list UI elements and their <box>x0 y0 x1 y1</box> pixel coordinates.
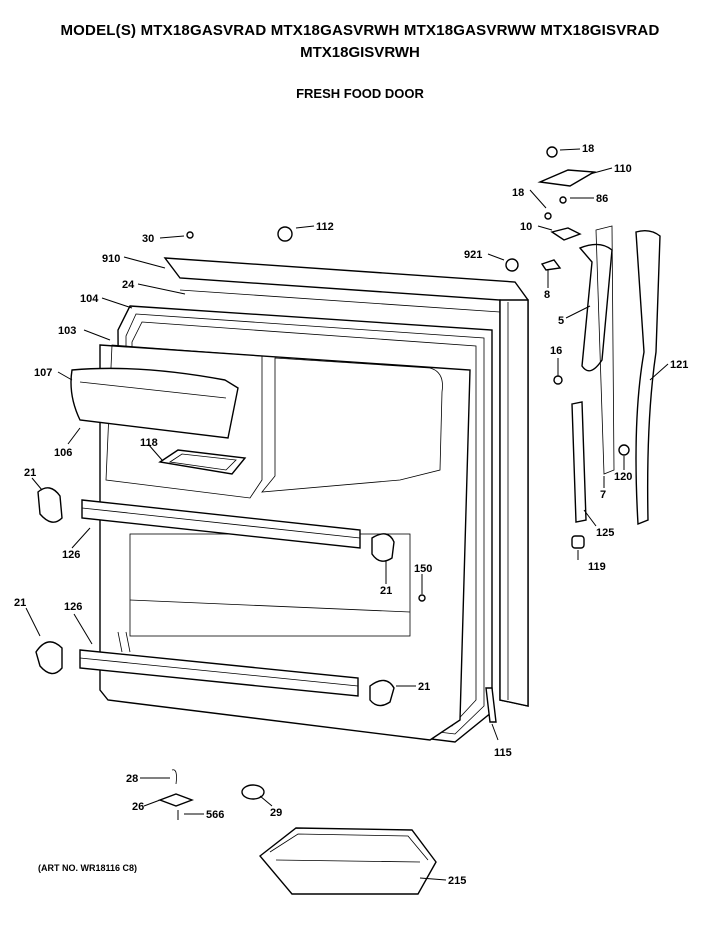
door-liner <box>99 344 471 741</box>
callout: 150 <box>414 563 432 575</box>
callout: 118 <box>140 437 158 449</box>
callout: 215 <box>448 875 466 887</box>
callout: 29 <box>270 807 282 819</box>
callout: 21 <box>380 585 392 597</box>
butter-tray <box>158 449 247 475</box>
hinge-parts <box>186 146 661 723</box>
callout: 7 <box>600 489 606 501</box>
callout: 8 <box>544 289 550 301</box>
small-parts <box>158 769 265 820</box>
shelf-upper <box>81 499 361 549</box>
callout: 10 <box>520 221 532 233</box>
callout: 21 <box>14 597 26 609</box>
section-title: FRESH FOOD DOOR <box>296 86 424 101</box>
callout-labels: 18 110 18 86 10 30 112 921 910 24 8 104 … <box>14 143 688 887</box>
callout: 86 <box>596 193 608 205</box>
callout: 18 <box>582 143 594 155</box>
dairy-door <box>70 367 239 439</box>
callout: 107 <box>34 367 52 379</box>
callout: 18 <box>512 187 524 199</box>
callout: 16 <box>550 345 562 357</box>
shelf-lower <box>79 649 359 697</box>
callout: 21 <box>418 681 430 693</box>
callout: 126 <box>64 601 82 613</box>
callout: 120 <box>614 471 632 483</box>
callout: 26 <box>132 801 144 813</box>
shelf-supports <box>35 487 395 707</box>
model-numbers: MODEL(S) MTX18GASVRAD MTX18GASVRWH MTX18… <box>60 22 660 39</box>
door-outer-panel <box>163 257 529 707</box>
callout: 28 <box>126 773 138 785</box>
callout: 121 <box>670 359 688 371</box>
callout: 104 <box>80 293 99 305</box>
callout: 115 <box>494 747 512 759</box>
callout: 24 <box>122 279 135 291</box>
callout: 110 <box>614 163 632 175</box>
door-bin <box>258 827 437 895</box>
callout: 126 <box>62 549 80 561</box>
callout: 103 <box>58 325 76 337</box>
callout: 910 <box>102 253 120 265</box>
callout: 921 <box>464 249 482 261</box>
callout: 21 <box>24 467 36 479</box>
callout: 5 <box>558 315 564 327</box>
callout: 112 <box>316 221 334 233</box>
callout: 566 <box>206 809 224 821</box>
callout: 119 <box>588 561 606 573</box>
callout: 30 <box>142 233 154 245</box>
callout: 125 <box>596 527 614 539</box>
model-numbers-line2: MTX18GISVRWH <box>300 44 420 61</box>
callout: 106 <box>54 447 72 459</box>
art-number: (ART NO. WR18116 C8) <box>38 863 138 873</box>
leader-lines <box>25 148 669 881</box>
